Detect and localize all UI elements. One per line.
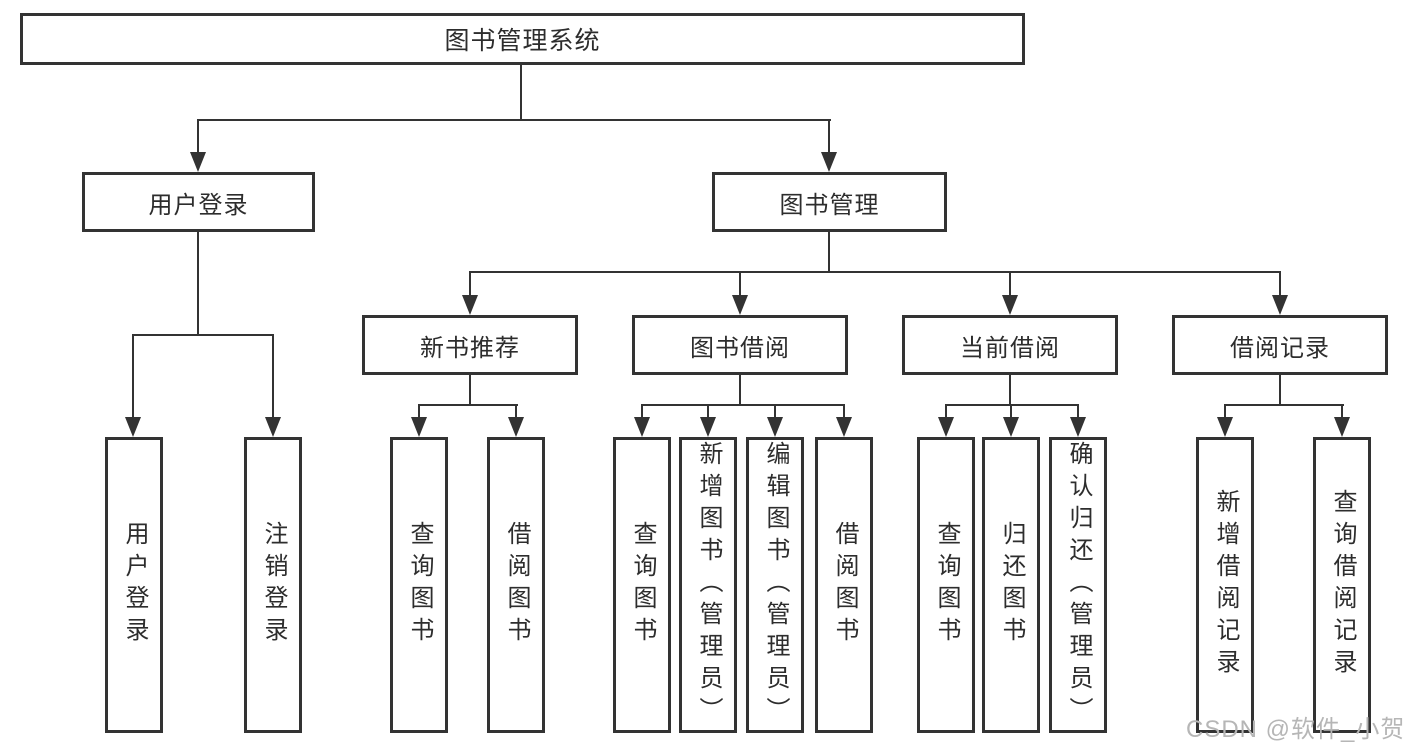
- connector-line: [515, 404, 517, 422]
- leaf-query-books-recommend: 查询图书: [390, 437, 448, 733]
- connector-line: [828, 232, 830, 273]
- connector-line: [1077, 404, 1079, 422]
- leaf-user-login: 用户登录: [105, 437, 163, 733]
- node-borrowing-records: 借阅记录: [1172, 315, 1388, 375]
- leaf-add-book-admin: 新增图书（管理员）: [679, 437, 737, 733]
- leaf-logout: 注销登录: [244, 437, 302, 733]
- node-label: 借阅记录: [1230, 334, 1330, 362]
- node-label: 图书管理: [779, 191, 880, 219]
- leaf-edit-book-admin: 编辑图书（管理员）: [746, 437, 804, 733]
- node-label: 查询图书: [406, 521, 433, 649]
- node-label: 确认归还（管理员）: [1065, 441, 1092, 729]
- connector-line: [1279, 375, 1281, 406]
- connector-line: [739, 375, 741, 406]
- connector-line: [1279, 271, 1281, 299]
- arrow-down-icon: [700, 417, 716, 437]
- leaf-confirm-return-admin: 确认归还（管理员）: [1049, 437, 1107, 733]
- node-label: 图书借阅: [690, 334, 790, 362]
- connector-line: [520, 65, 522, 121]
- connector-line: [132, 334, 134, 420]
- watermark: CSDN @软件_小贺同学: [1186, 716, 1405, 743]
- connector-line: [418, 404, 420, 422]
- arrow-down-icon: [1002, 295, 1018, 315]
- connector-line: [707, 404, 709, 422]
- connector-line: [1009, 271, 1011, 299]
- connector-line: [1341, 404, 1343, 422]
- arrow-down-icon: [1217, 417, 1233, 437]
- arrow-down-icon: [125, 417, 141, 437]
- arrow-down-icon: [836, 417, 852, 437]
- connector-line: [1224, 404, 1344, 406]
- arrow-down-icon: [190, 152, 206, 172]
- leaf-add-borrow-record: 新增借阅记录: [1196, 437, 1254, 733]
- node-label: 新增图书（管理员）: [695, 441, 722, 729]
- arrow-down-icon: [938, 417, 954, 437]
- arrow-down-icon: [411, 417, 427, 437]
- connector-line: [132, 334, 274, 336]
- connector-line: [1224, 404, 1226, 422]
- connector-line: [272, 334, 274, 420]
- arrow-down-icon: [767, 417, 783, 437]
- connector-line: [774, 404, 776, 422]
- node-label: 新增借阅记录: [1212, 489, 1239, 681]
- node-book-borrowing: 图书借阅: [632, 315, 848, 375]
- arrow-down-icon: [1070, 417, 1086, 437]
- connector-line: [469, 271, 1281, 273]
- arrow-down-icon: [1272, 295, 1288, 315]
- connector-line: [469, 271, 471, 299]
- node-label: 图书管理系统: [444, 27, 601, 55]
- node-label: 查询借阅记录: [1329, 489, 1356, 681]
- node-label: 当前借阅: [960, 334, 1060, 362]
- connector-line: [197, 119, 831, 121]
- connector-line: [1010, 404, 1012, 422]
- node-label: 新书推荐: [420, 334, 520, 362]
- connector-line: [641, 404, 845, 406]
- connector-line: [197, 119, 199, 155]
- node-label: 用户登录: [121, 521, 148, 649]
- connector-line: [945, 404, 947, 422]
- leaf-return-book: 归还图书: [982, 437, 1040, 733]
- arrow-down-icon: [1334, 417, 1350, 437]
- connector-line: [945, 404, 1079, 406]
- node-label: 查询图书: [629, 521, 656, 649]
- connector-line: [843, 404, 845, 422]
- leaf-query-books-current: 查询图书: [917, 437, 975, 733]
- node-label: 编辑图书（管理员）: [762, 441, 789, 729]
- node-label: 借阅图书: [831, 521, 858, 649]
- arrow-down-icon: [462, 295, 478, 315]
- node-new-book-recommendation: 新书推荐: [362, 315, 578, 375]
- node-current-borrowing: 当前借阅: [902, 315, 1118, 375]
- arrow-down-icon: [634, 417, 650, 437]
- node-label: 注销登录: [260, 521, 287, 649]
- leaf-borrow-books-borrow: 借阅图书: [815, 437, 873, 733]
- node-user-login: 用户登录: [82, 172, 315, 232]
- connector-line: [641, 404, 643, 422]
- connector-line: [418, 404, 518, 406]
- node-label: 借阅图书: [503, 521, 530, 649]
- arrow-down-icon: [821, 152, 837, 172]
- connector-line: [469, 375, 471, 406]
- node-library-management-system: 图书管理系统: [20, 13, 1025, 65]
- leaf-query-borrow-record: 查询借阅记录: [1313, 437, 1371, 733]
- node-label: 用户登录: [148, 191, 249, 219]
- arrow-down-icon: [508, 417, 524, 437]
- connector-line: [1009, 375, 1011, 406]
- leaf-borrow-books-recommend: 借阅图书: [487, 437, 545, 733]
- arrow-down-icon: [1003, 417, 1019, 437]
- arrow-down-icon: [732, 295, 748, 315]
- connector-line: [828, 119, 830, 155]
- node-book-management: 图书管理: [712, 172, 947, 232]
- leaf-query-books-borrow: 查询图书: [613, 437, 671, 733]
- arrow-down-icon: [265, 417, 281, 437]
- connector-line: [197, 232, 199, 336]
- node-label: 归还图书: [998, 521, 1025, 649]
- node-label: 查询图书: [933, 521, 960, 649]
- connector-line: [739, 271, 741, 299]
